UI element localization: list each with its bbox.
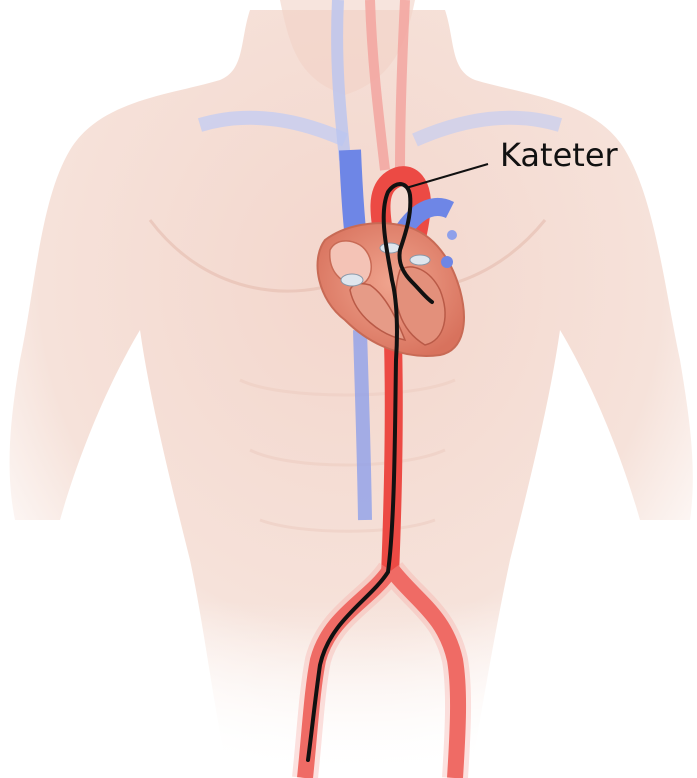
carotid-artery-right: [400, 0, 405, 170]
mitral-valve: [410, 255, 430, 265]
inferior-vena-cava: [360, 330, 365, 520]
aortic-valve: [380, 243, 400, 253]
tricuspid-valve: [341, 274, 363, 286]
catheter-label: Kateter: [500, 136, 618, 174]
pulmonary-vein-stub: [441, 256, 453, 268]
pulmonary-vein-stub-upper: [447, 230, 457, 240]
